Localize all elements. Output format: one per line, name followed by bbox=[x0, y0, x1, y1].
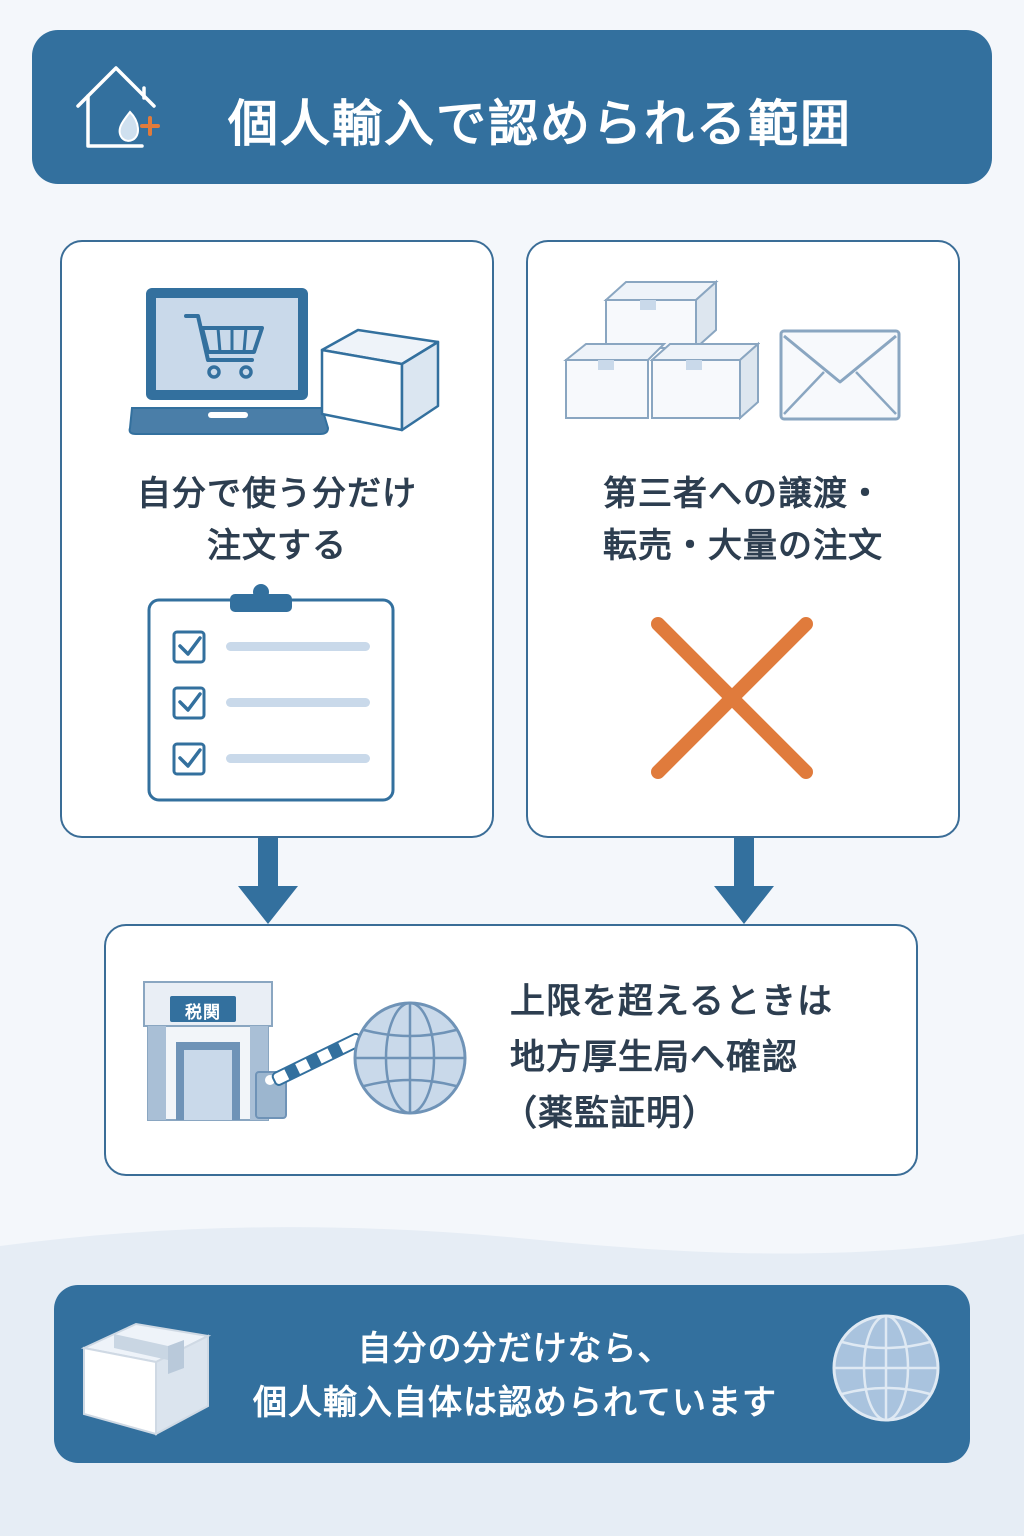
package-icon bbox=[80, 1322, 212, 1436]
checklist-row-3 bbox=[172, 742, 370, 776]
footer-line2: 個人輸入自体は認められています bbox=[253, 1383, 777, 1423]
envelope-icon bbox=[779, 329, 901, 421]
limit-caption-line1: 上限を超えるときは bbox=[510, 982, 833, 1022]
customs-gate-icon bbox=[143, 981, 364, 1121]
checklist-row-2 bbox=[172, 686, 370, 720]
footer-globe-icon bbox=[832, 1314, 940, 1422]
checklist-clipboard-icon bbox=[147, 584, 395, 802]
allowed-caption-line2: 注文する bbox=[207, 526, 347, 566]
header-banner bbox=[32, 30, 992, 184]
cross-mark-icon bbox=[651, 617, 813, 779]
allowed-caption-line1: 自分で使う分だけ bbox=[137, 474, 417, 514]
allowed-caption: 自分で使う分だけ 注文する bbox=[60, 468, 494, 572]
footer-message: 自分の分だけなら、 個人輸入自体は認められています bbox=[210, 1322, 820, 1430]
limit-caption-line2: 地方厚生局へ確認 bbox=[510, 1038, 799, 1078]
prohibited-caption: 第三者への譲渡・ 転売・大量の注文 bbox=[526, 468, 960, 572]
limit-caption: 上限を超えるときは 地方厚生局へ確認 （薬監証明） bbox=[502, 974, 910, 1142]
down-arrow-right-icon bbox=[714, 838, 774, 924]
stacked-boxes-icon bbox=[563, 279, 760, 421]
prohibited-caption-line2: 転売・大量の注文 bbox=[603, 526, 883, 566]
globe-icon bbox=[353, 1001, 467, 1115]
down-arrow-left-icon bbox=[238, 838, 298, 924]
limit-caption-line3: （薬監証明） bbox=[502, 1094, 719, 1134]
footer-line1: 自分の分だけなら、 bbox=[357, 1329, 673, 1369]
laptop-cart-icon bbox=[128, 288, 440, 435]
page-title: 個人輸入で認められる範囲 bbox=[228, 95, 852, 153]
prohibited-caption-line1: 第三者への譲渡・ bbox=[603, 474, 883, 514]
customs-sign-label: 税関 bbox=[185, 1003, 221, 1023]
house-drop-plus-icon bbox=[76, 66, 160, 148]
checklist-row-1 bbox=[172, 630, 370, 664]
